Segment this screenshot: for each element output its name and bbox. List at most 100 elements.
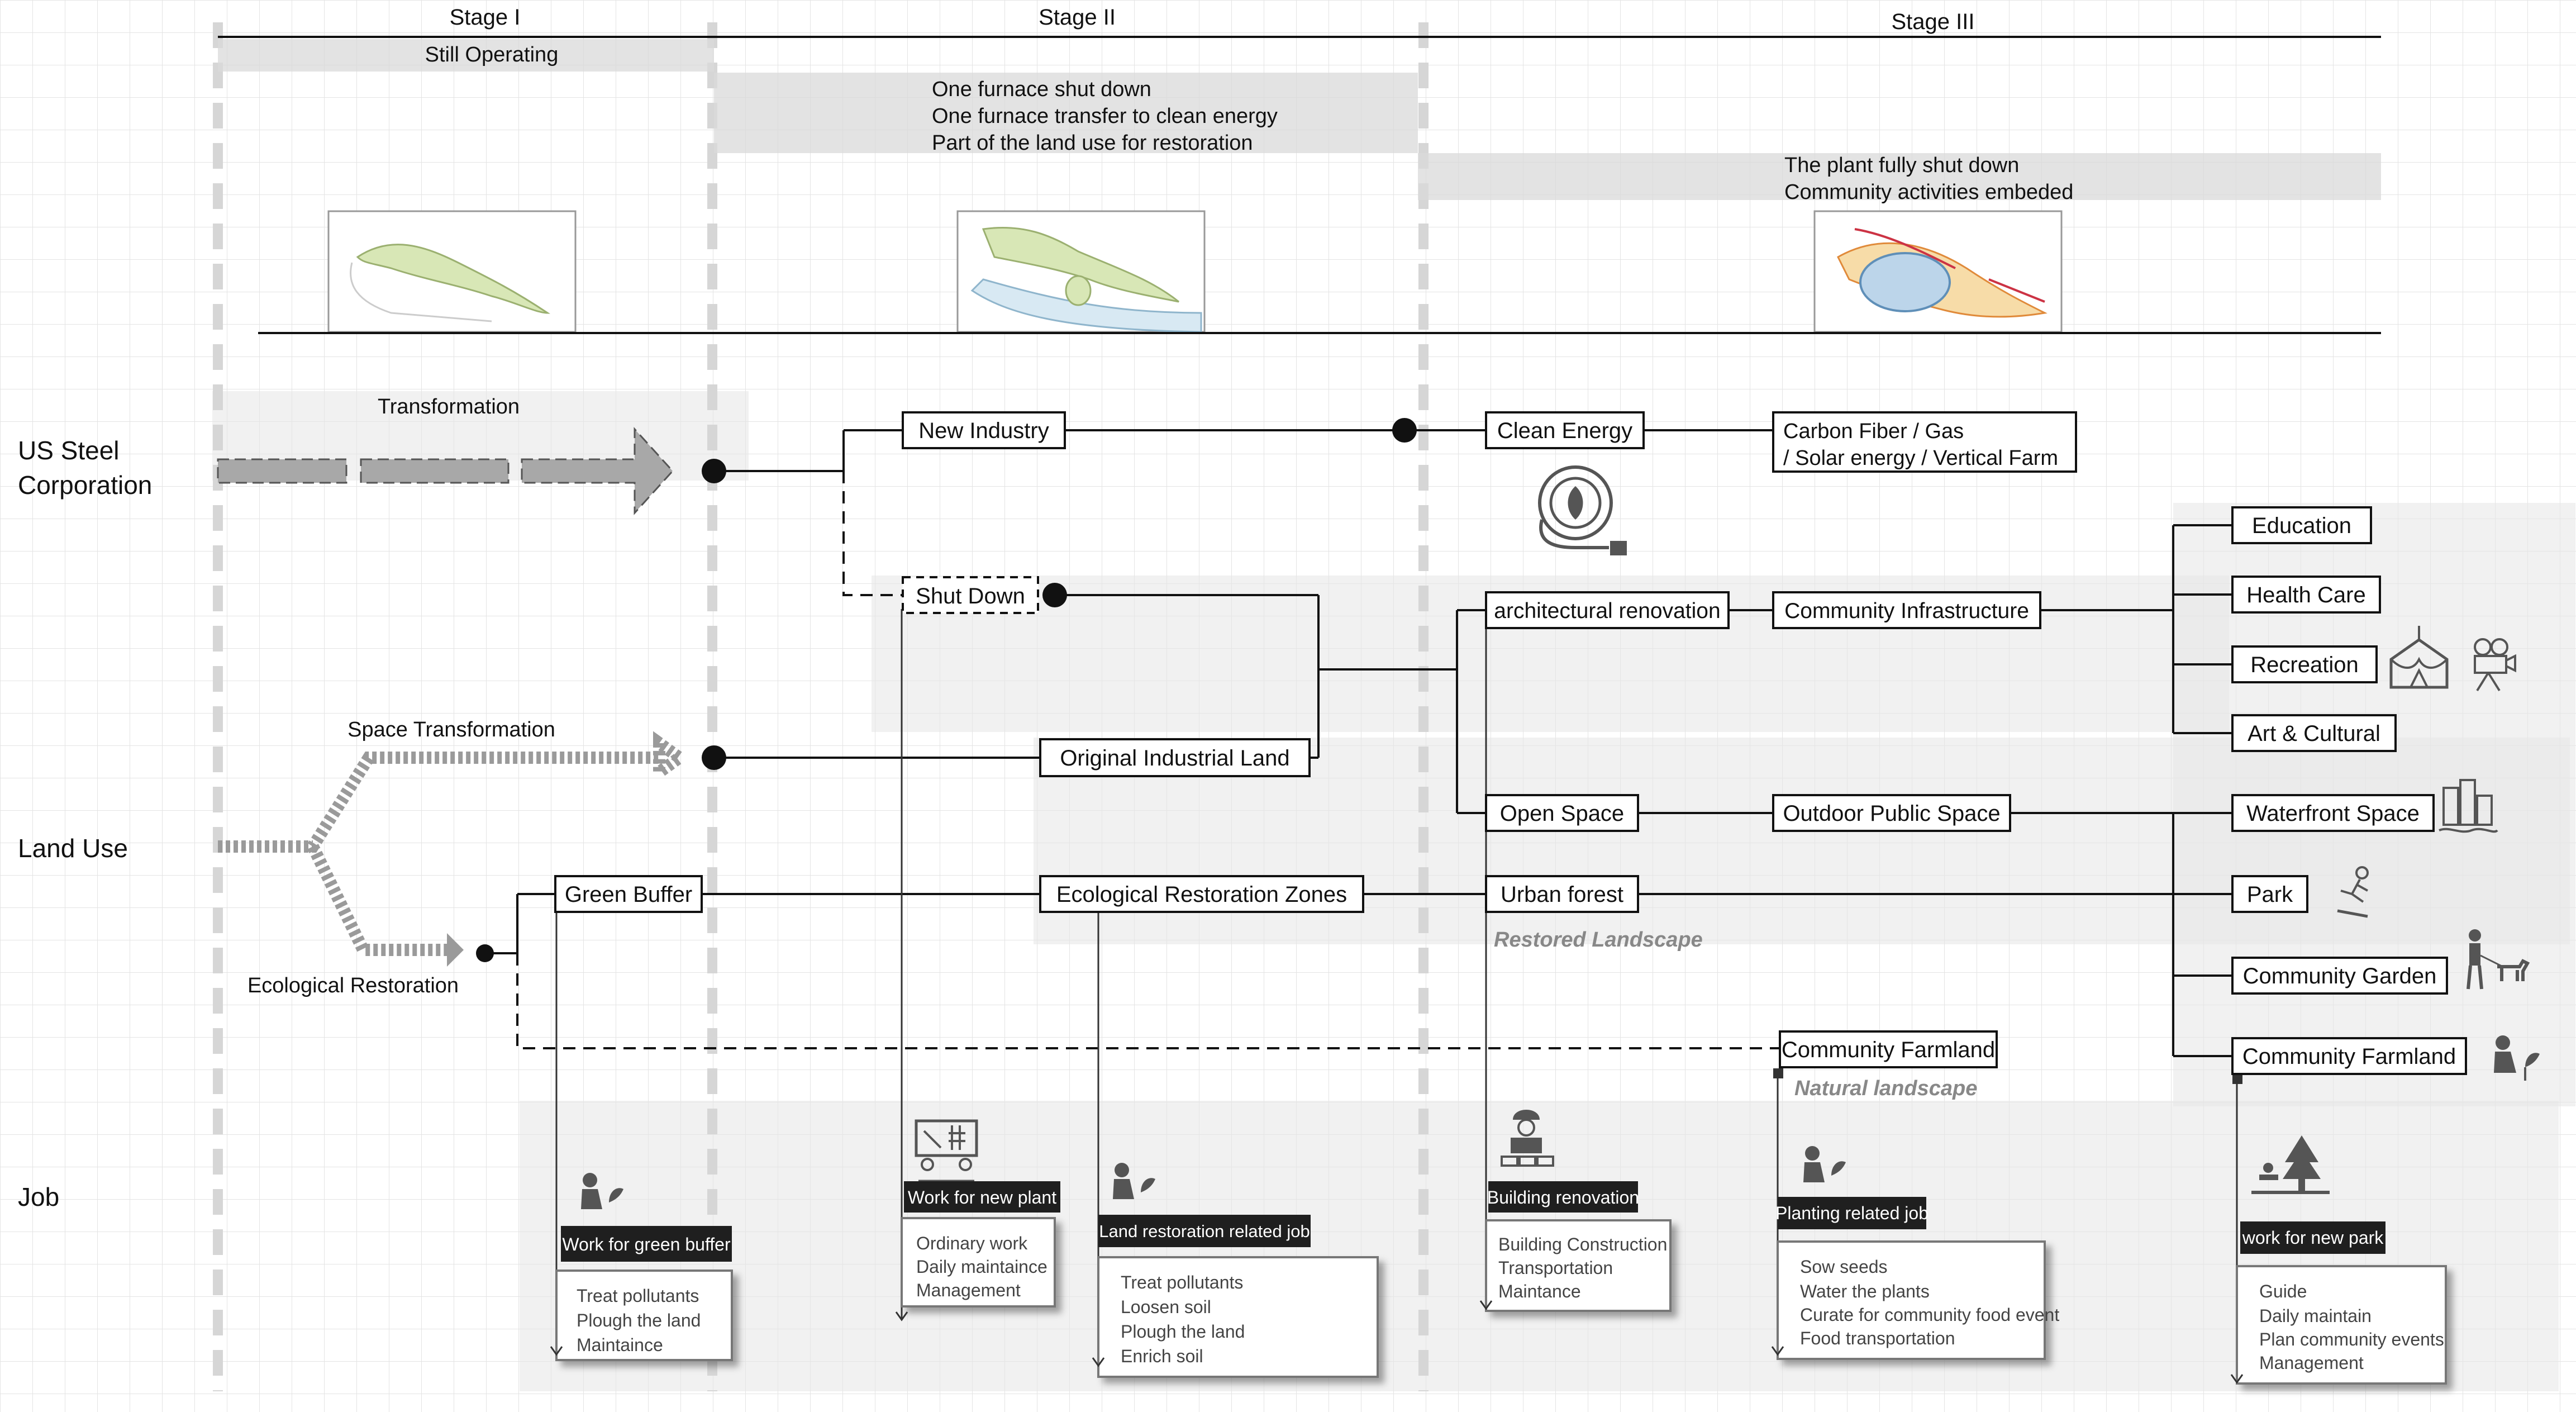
node-original-land	[1039, 738, 1311, 777]
job-item: Plan community events	[2259, 1329, 2444, 1349]
job-tag-planting	[1778, 1197, 1926, 1229]
job-planting: Planting related job Sow seeds Water the…	[1775, 1197, 2059, 1360]
job-card-new-plant	[901, 1217, 1056, 1308]
node-arch-reno-label: architectural renovation	[1494, 599, 1720, 623]
stage-2-label: Stage II	[1039, 5, 1116, 30]
gardener-icon-restoration	[1113, 1163, 1155, 1199]
site-map-stage-1	[327, 210, 577, 333]
job-card-building-renovation	[1485, 1219, 1672, 1312]
stage-2-note-line-2: One furnace transfer to clean energy	[932, 104, 1278, 128]
node-shut-down-label: Shut Down	[916, 584, 1025, 608]
skateboarder-icon	[2337, 866, 2369, 918]
node-eco-zones	[1039, 875, 1364, 913]
node-square-farmland-right	[2232, 1074, 2242, 1084]
natural-landscape-label: Natural landscape	[1794, 1077, 1977, 1100]
job-item: Water the plants	[1800, 1281, 1930, 1301]
stage-1-note: Still Operating	[425, 43, 559, 66]
node-shut-down	[902, 576, 1039, 614]
node-carbon-label-1: Carbon Fiber / Gas	[1783, 420, 1964, 443]
job-land-restoration: Land restoration related job Treat pollu…	[1097, 1215, 1379, 1378]
node-community-farmland-mid	[1779, 1030, 1998, 1068]
node-outdoor-public-label: Outdoor Public Space	[1783, 801, 2000, 826]
node-park-label: Park	[2247, 882, 2293, 907]
node-waterfront	[2231, 794, 2435, 832]
job-tag-green-buffer-label: Work for green buffer	[562, 1234, 731, 1254]
transformation-arrow	[217, 427, 674, 515]
site-map-stage-2	[956, 210, 1206, 333]
node-park	[2231, 875, 2308, 913]
node-clean-energy	[1485, 411, 1645, 449]
job-building-renovation: Building renovation Building Constructio…	[1485, 1181, 1672, 1312]
job-tag-land-restoration	[1098, 1215, 1311, 1247]
node-carbon	[1772, 411, 2077, 473]
node-open-space	[1485, 794, 1639, 832]
node-dot-clean-energy	[1392, 418, 1417, 443]
stage-2-note-line-1: One furnace shut down	[932, 78, 1151, 101]
node-education-label: Education	[2252, 514, 2351, 538]
restored-landscape-label: Restored Landscape	[1494, 928, 1703, 952]
gardener-icon-green-buffer	[581, 1173, 623, 1209]
node-dot-eco	[476, 944, 494, 962]
job-tag-new-plant-label: Work for new plant	[908, 1187, 1056, 1207]
job-green-buffer: Work for green buffer Treat pollutants P…	[555, 1226, 733, 1361]
row-label-corp-2: Corporation	[18, 470, 152, 500]
node-recreation	[2231, 645, 2378, 683]
node-new-industry-label: New Industry	[918, 419, 1049, 443]
job-tag-land-restoration-label: Land restoration related job	[1099, 1221, 1310, 1241]
node-arch-reno	[1485, 591, 1730, 629]
stage-1-note-band	[218, 39, 714, 72]
ecological-restoration-label: Ecological Restoration	[247, 974, 459, 997]
drop-line-arrows	[550, 1300, 2244, 1384]
node-health-care-label: Health Care	[2246, 583, 2365, 607]
job-card-land-restoration	[1097, 1256, 1379, 1378]
job-item: Daily maintain	[2259, 1306, 2372, 1326]
node-original-land-label: Original Industrial Land	[1060, 746, 1289, 771]
job-card-green-buffer	[555, 1270, 733, 1361]
job-item: Building Construction	[1498, 1234, 1667, 1254]
node-green-buffer	[554, 875, 703, 913]
stage-1-label: Stage I	[450, 5, 521, 30]
job-item: Plough the land	[577, 1310, 701, 1330]
node-art-cultural	[2231, 714, 2397, 752]
job-item: Treat pollutants	[577, 1286, 699, 1306]
stage-3-note-line-1: The plant fully shut down	[1784, 154, 2019, 177]
job-tag-green-buffer	[561, 1226, 732, 1262]
job-item: Maintaince	[577, 1335, 663, 1355]
circus-tent-icon	[2389, 626, 2449, 689]
node-community-infra	[1772, 591, 2041, 629]
job-new-park: work for new park Guide Daily maintain P…	[2236, 1221, 2447, 1385]
node-green-buffer-label: Green Buffer	[565, 882, 692, 907]
node-community-farmland-right	[2231, 1037, 2467, 1075]
node-outdoor-public	[1772, 794, 2011, 832]
node-community-farmland-right-label: Community Farmland	[2242, 1044, 2456, 1069]
job-card-new-park	[2236, 1265, 2447, 1385]
stage-3-label: Stage III	[1892, 9, 1975, 34]
node-clean-energy-label: Clean Energy	[1497, 419, 1632, 443]
node-square-farmland-mid	[1773, 1068, 1783, 1078]
job-tag-planting-label: Planting related job	[1775, 1203, 1929, 1223]
node-carbon-label-2: / Solar energy / Vertical Farm	[1783, 446, 2058, 470]
job-item: Management	[2259, 1353, 2364, 1373]
row-label-land: Land Use	[18, 834, 128, 863]
job-item: Treat pollutants	[1121, 1272, 1243, 1292]
movie-camera-icon	[2474, 638, 2516, 692]
row-label-job: Job	[18, 1182, 59, 1211]
job-item: Food transportation	[1800, 1328, 1955, 1348]
job-tag-new-plant	[904, 1181, 1060, 1213]
node-art-cultural-label: Art & Cultural	[2248, 721, 2380, 746]
construction-worker-icon	[1501, 1110, 1554, 1167]
node-dot-shut-down	[1042, 583, 1067, 607]
job-item: Sow seeds	[1800, 1257, 1888, 1277]
node-waterfront-label: Waterfront Space	[2246, 801, 2420, 826]
node-community-infra-label: Community Infrastructure	[1784, 599, 2029, 623]
city-buildings-icon	[2439, 779, 2498, 833]
job-tag-building-renovation	[1488, 1181, 1638, 1213]
job-tag-building-renovation-label: Building renovation	[1487, 1187, 1639, 1207]
job-new-plant: Work for new plant Ordinary work Daily m…	[901, 1181, 1060, 1308]
job-item: Ordinary work	[916, 1233, 1028, 1253]
job-item: Guide	[2259, 1281, 2307, 1301]
node-dot-space	[702, 745, 726, 770]
job-item: Daily maintaince	[916, 1257, 1047, 1277]
job-item: Maintance	[1498, 1281, 1581, 1301]
clean-energy-icon	[1538, 465, 1627, 555]
